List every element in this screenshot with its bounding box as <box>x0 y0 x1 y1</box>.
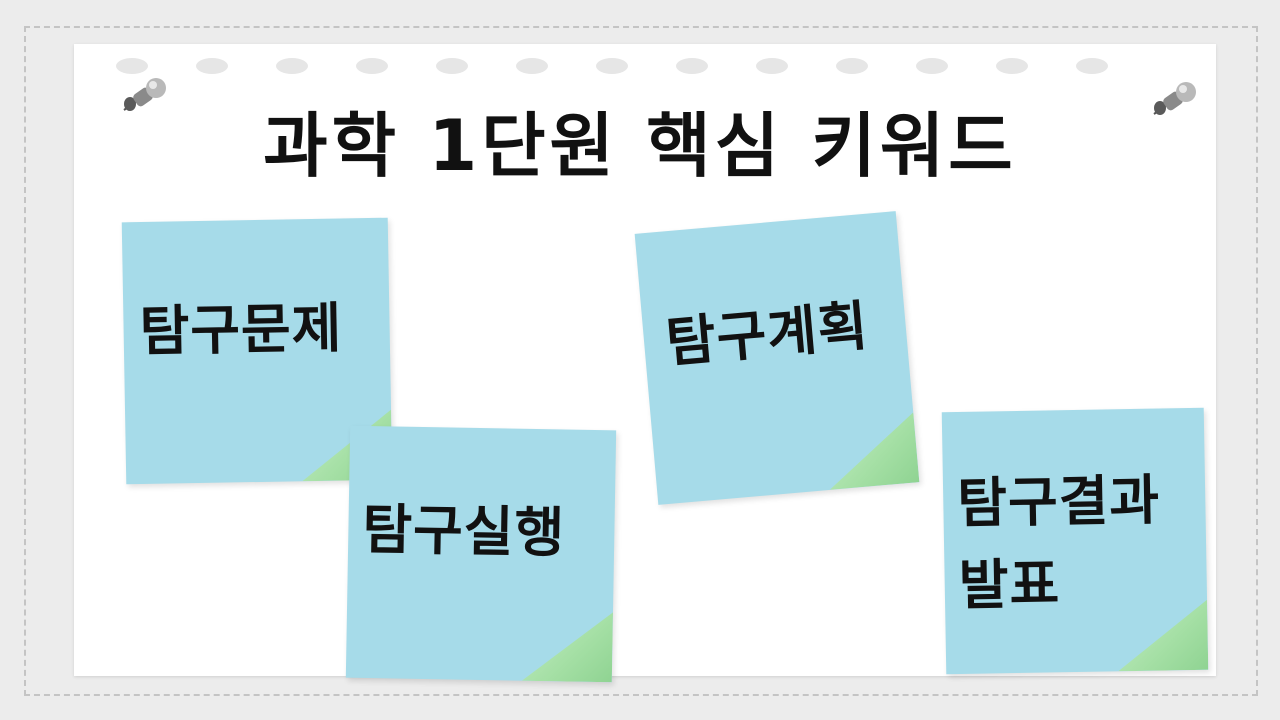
note-label: 탐구문제 <box>139 296 343 364</box>
note-curl <box>824 412 920 490</box>
binder-hole <box>676 58 708 74</box>
binder-hole <box>436 58 468 74</box>
binder-hole <box>756 58 788 74</box>
note-label-line2: 발표 <box>958 552 1061 618</box>
binder-hole <box>116 58 148 74</box>
dashed-border-frame <box>24 26 1258 696</box>
sticky-note-inquiry-results: 탐구결과 발표 <box>941 407 1209 675</box>
binder-hole <box>996 58 1028 74</box>
sticky-note-inquiry-execution: 탐구실행 <box>345 425 617 683</box>
binder-hole <box>916 58 948 74</box>
push-pin-icon <box>123 78 166 111</box>
note-label: 탐구실행 <box>361 497 566 565</box>
binder-hole <box>356 58 388 74</box>
note-curl <box>522 611 613 683</box>
binder-hole <box>836 58 868 74</box>
push-pin-icon <box>1153 82 1196 115</box>
note-curl <box>1117 600 1208 672</box>
page-title: 과학 1단원 핵심 키워드 <box>263 105 1017 187</box>
sticky-note-inquiry-plan: 탐구계획 <box>634 211 920 505</box>
note-label: 탐구계획 <box>663 294 871 375</box>
note-label-line1: 탐구결과 <box>956 468 1161 536</box>
binder-hole <box>1076 58 1108 74</box>
binder-hole <box>596 58 628 74</box>
binder-hole <box>516 58 548 74</box>
binder-hole <box>276 58 308 74</box>
binder-hole <box>196 58 228 74</box>
